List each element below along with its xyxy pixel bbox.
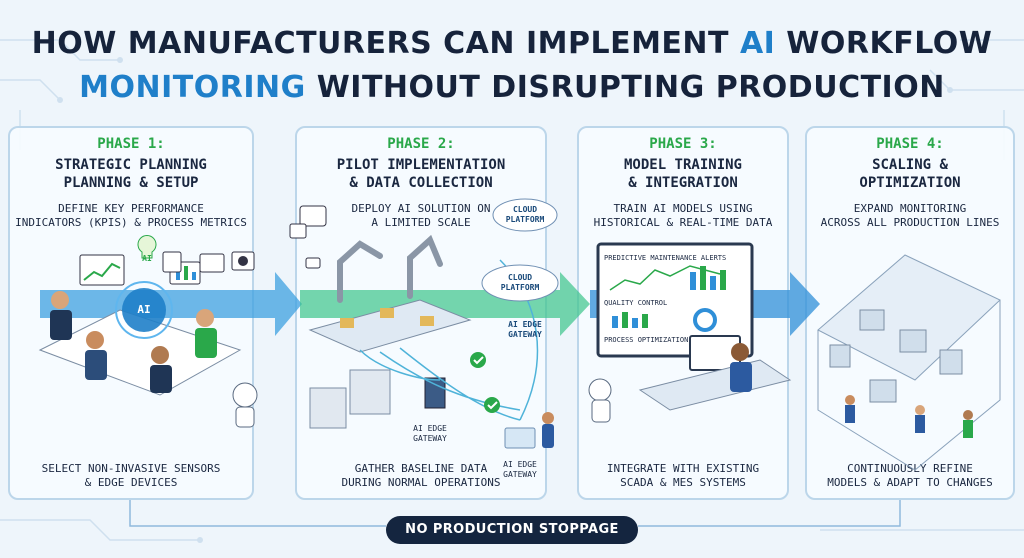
title-highlight-monitoring: MONITORING [79, 70, 306, 105]
phase-4-panel: PHASE 4: SCALING &OPTIMIZATION EXPAND MO… [805, 126, 1015, 500]
phase-3-panel: PHASE 3: MODEL TRAINING& INTEGRATION TRA… [577, 126, 789, 500]
phase-2-name: PILOT IMPLEMENTATION& DATA COLLECTION [336, 157, 506, 191]
screen-label-quality: QUALITY CONTROL [604, 299, 668, 307]
title-line-1: HOW MANUFACTURERS CAN IMPLEMENT AI WORKF… [31, 26, 993, 61]
phase-4-name: SCALING &OPTIMIZATION [859, 157, 961, 191]
ai-badge-text: AI [137, 303, 151, 316]
screen-label-alerts: PREDICTIVE MAINTENANCE ALERTS [604, 254, 727, 262]
page-title: HOW MANUFACTURERS CAN IMPLEMENT AI WORKF… [0, 22, 1024, 110]
phase-3-label: PHASE 3: [649, 136, 717, 152]
phase-3-name: MODEL TRAINING& INTEGRATION [623, 157, 742, 191]
screen-label-process: PROCESS OPTIMIZATION [604, 336, 689, 344]
phase-1-bottom-text: SELECT NON-INVASIVE SENSORS& EDGE DEVICE… [41, 462, 221, 489]
no-production-stoppage-badge: NO PRODUCTION STOPPAGE [405, 522, 619, 537]
phase-2-label: PHASE 2: [387, 136, 455, 152]
title-line-2: MONITORING WITHOUT DISRUPTING PRODUCTION [79, 70, 945, 105]
phase-1-label: PHASE 1: [97, 136, 165, 152]
ai-bulb-text: AI [142, 254, 152, 263]
title-highlight-ai: AI [739, 26, 776, 61]
phase-4-label: PHASE 4: [876, 136, 944, 152]
